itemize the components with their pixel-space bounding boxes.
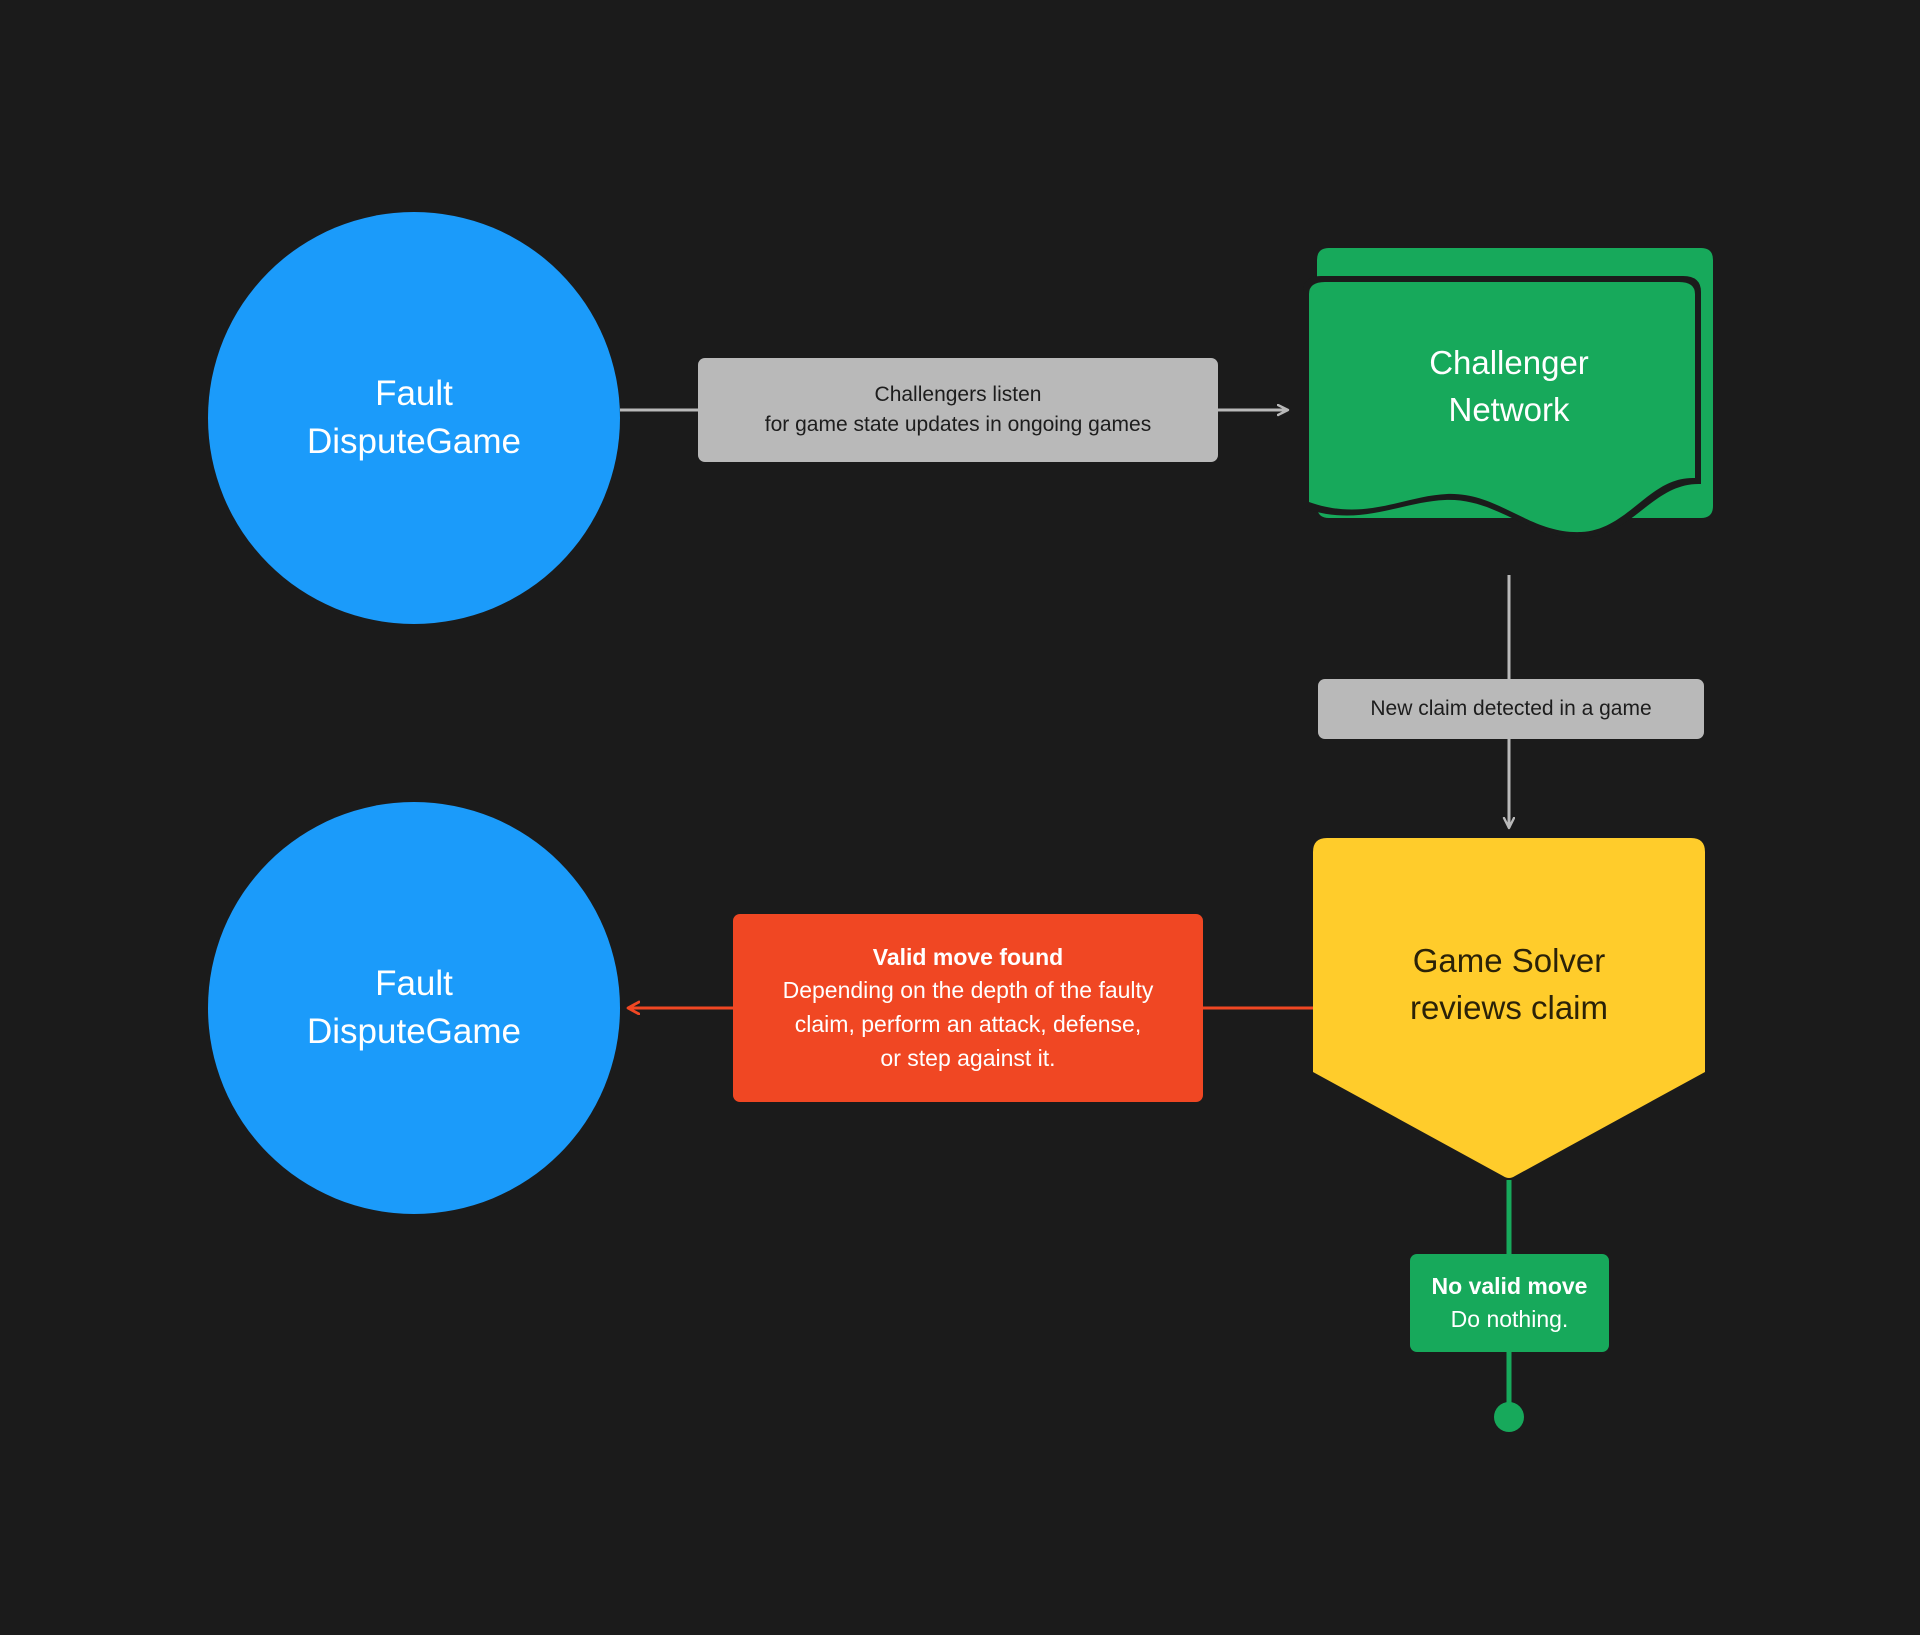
node-fault-dispute-game-top[interactable]: Fault DisputeGame	[208, 212, 620, 624]
edge-label-valid-move-found: Valid move found Depending on the depth …	[733, 914, 1203, 1102]
stacked-document-icon	[1303, 248, 1713, 539]
edge-label-new-claim-detected: New claim detected in a game	[1318, 679, 1704, 739]
node-challenger-network[interactable]: Challenger Network	[1303, 244, 1715, 574]
edge-label-no-valid-move: No valid move Do nothing.	[1410, 1254, 1609, 1352]
shield-shape-icon	[1313, 838, 1705, 1178]
node-game-solver[interactable]: Game Solver reviews claim	[1313, 838, 1705, 1180]
node-label: Fault DisputeGame	[307, 963, 521, 1051]
edge-label-challengers-listen: Challengers listen for game state update…	[698, 358, 1218, 462]
terminal-dot	[1494, 1402, 1524, 1432]
node-label: Fault DisputeGame	[307, 373, 521, 461]
node-fault-dispute-game-bottom[interactable]: Fault DisputeGame	[208, 802, 620, 1214]
